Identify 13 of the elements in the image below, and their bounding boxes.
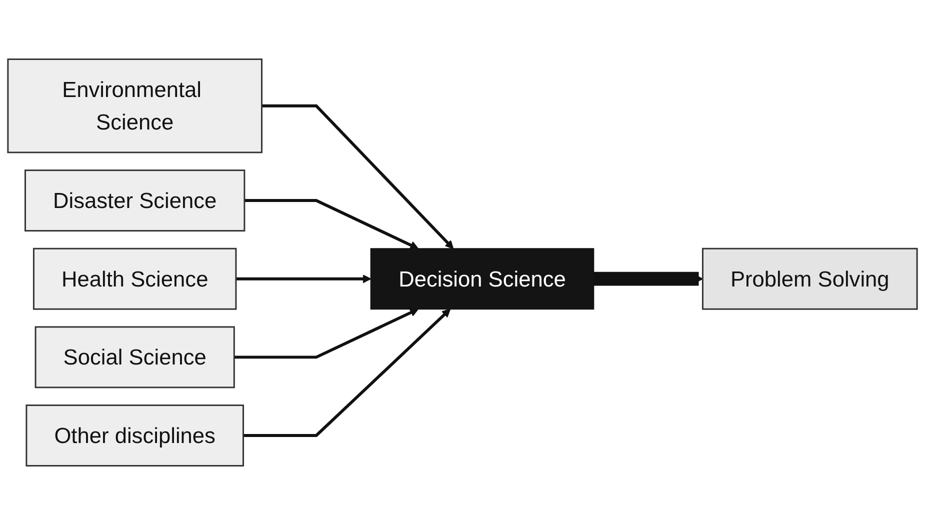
node-box: Other disciplines: [26, 404, 244, 466]
arrow: [243, 308, 451, 437]
arrow: [244, 199, 419, 250]
arrow: [234, 308, 419, 359]
node-box: Social Science: [34, 326, 235, 388]
arrow: [262, 104, 454, 250]
node-box: Disaster Science: [24, 170, 246, 232]
node-box: Decision Science: [370, 248, 594, 310]
node-box: Problem Solving: [702, 248, 918, 310]
node-box: Health Science: [32, 248, 237, 310]
arrow: [594, 272, 704, 286]
node-box: Environmental Science: [7, 58, 262, 154]
arrow: [236, 274, 372, 284]
